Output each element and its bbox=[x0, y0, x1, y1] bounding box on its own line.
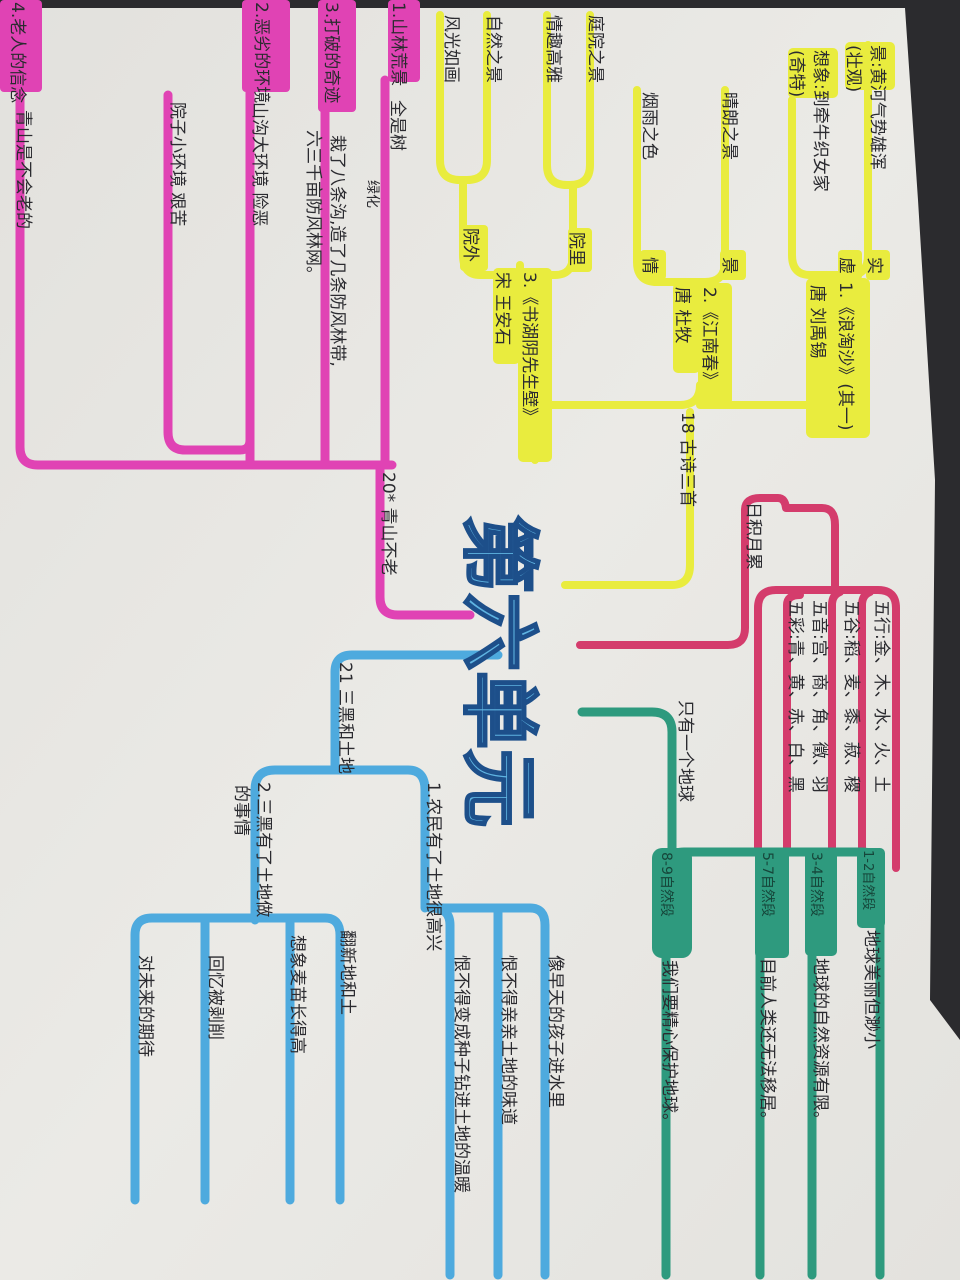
accumulation-item-1: 五行:金、木、水、火、土 bbox=[871, 600, 891, 793]
blue-sub1-item-3: 恨不得变成种子钻进土地的温暖 bbox=[451, 955, 471, 1193]
blue-sub2-item-1: 翻新地和土 bbox=[337, 930, 357, 1015]
pink-tag-4: 4.老人的信念 bbox=[7, 2, 28, 103]
green-text-3: 目前人类还无法移居。 bbox=[757, 958, 777, 1128]
poem1-virtual-text: 想象:到牵牛织女家 bbox=[810, 50, 830, 192]
accumulation-item-4: 五彩:青、黄、赤、白、黑 bbox=[785, 600, 805, 793]
blue-sub1-item-2: 恨不得亲亲土地的味道 bbox=[498, 955, 518, 1125]
poem1-real-tag: 实 bbox=[864, 257, 884, 274]
branch-label-earth: 只有一个地球 bbox=[675, 700, 695, 802]
accumulation-item-3: 五音:宫、商、角、徵、羽 bbox=[809, 600, 829, 793]
poem1-title: 1.《浪淘沙》(其一) bbox=[835, 282, 855, 430]
green-text-4: 我们要精心保护地球。 bbox=[659, 960, 679, 1130]
poem3-outside-1: 自然之景 bbox=[483, 15, 503, 83]
blue-sub2-item-4: 对未来的期待 bbox=[135, 955, 155, 1057]
blue-sub2-label-cont: 的事情 bbox=[231, 785, 251, 836]
blue-sub1-item-1: 像早天的孩子进水里 bbox=[545, 955, 565, 1108]
branch-label-accumulation: 日积月累 bbox=[743, 502, 763, 570]
poem2-feeling-text: 烟雨之色 bbox=[639, 92, 659, 160]
poem2-title: 2.《江南春》 bbox=[699, 287, 719, 388]
yellow-label-boxes bbox=[460, 42, 895, 462]
pink-branch-texts: 20* 青山不老 1.山林荒景 全是树 3.打破的奇迹 绿化 栽了八条沟,造了几… bbox=[7, 2, 408, 576]
crimson-branch-lines bbox=[576, 494, 900, 872]
poem3-inside-2: 情趣高雅 bbox=[543, 15, 563, 83]
pink-branch-lines bbox=[15, 75, 475, 620]
pink-text-3a: 绿化 bbox=[364, 180, 380, 208]
pink-tag-2: 2.恶劣的环境 bbox=[251, 2, 271, 103]
pink-text-4: 青山是不会老的 bbox=[13, 110, 33, 229]
poem2-scene-tag: 景 bbox=[719, 257, 739, 274]
poem1-real-note: (壮观) bbox=[843, 45, 863, 92]
poem3-inside-tag: 院里 bbox=[566, 232, 586, 266]
green-text-1: 地球美丽但渺小 bbox=[861, 930, 881, 1049]
poem3-outside-tag: 院外 bbox=[460, 228, 480, 262]
crimson-branch-texts: 日积月累 五行:金、木、水、火、土 五谷:稻、麦、黍、菽、稷 五音:宫、商、角、… bbox=[743, 502, 891, 793]
accumulation-item-2: 五谷:稻、麦、黍、菽、稷 bbox=[841, 600, 861, 793]
pink-text-1: 全是树 bbox=[387, 100, 407, 151]
green-tag-2: 3-4自然段 bbox=[808, 852, 825, 917]
poem1-virtual-tag: 虚 bbox=[836, 257, 856, 274]
poem2-scene-text: 晴朗之景 bbox=[719, 92, 739, 160]
blue-sub2-item-2: 想象麦苗长得高 bbox=[287, 935, 307, 1054]
poem3-title: 3.《书湖阴先生壁》 bbox=[519, 272, 539, 424]
blue-branch-lines bbox=[130, 650, 550, 1280]
green-tag-3: 5-7自然段 bbox=[759, 852, 776, 917]
pink-text-2b: 院子小环境 艰苦 bbox=[167, 102, 187, 226]
pink-tag-1: 1.山林荒景 bbox=[388, 2, 408, 86]
green-tag-4: 8-9自然段 bbox=[658, 852, 675, 917]
poem1-author: 唐 刘禹锡 bbox=[807, 285, 828, 358]
pink-text-3c: 六三千亩防风林网。 bbox=[303, 130, 323, 283]
pink-text-3b: 栽了八条沟,造了几条防风林带, bbox=[327, 135, 347, 367]
blue-sub2-label: 2.三黑有了土地做 bbox=[253, 782, 273, 917]
green-text-2: 地球的自然资源有限。 bbox=[810, 958, 830, 1128]
blue-sub1-label: 1.农民有了土地很高兴 bbox=[423, 782, 443, 951]
green-tag-1: 1-2自然段 bbox=[860, 850, 876, 910]
poem3-author: 宋 王安石 bbox=[492, 272, 512, 345]
yellow-branch-texts: 18 古诗三首 1.《浪淘沙》(其一) 唐 刘禹锡 实 虚 景:黄河气势雄浑 (… bbox=[441, 15, 887, 507]
green-label-boxes bbox=[652, 848, 885, 958]
poem2-feeling-tag: 情 bbox=[639, 257, 659, 274]
poem3-inside-1: 庭院之景 bbox=[585, 15, 605, 83]
blue-sub2-item-3: 回忆被剥削 bbox=[205, 955, 225, 1040]
pink-tag-3: 3.打破的奇迹 bbox=[321, 2, 341, 103]
central-topic-title: 第六单元 bbox=[453, 515, 543, 827]
branch-label-20: 20* 青山不老 bbox=[378, 472, 398, 576]
green-branch-texts: 只有一个地球 1-2自然段 地球美丽但渺小 3-4自然段 地球的自然资源有限。 … bbox=[658, 700, 881, 1130]
poem1-real-text: 景:黄河气势雄浑 bbox=[867, 45, 887, 170]
poem2-author: 唐 杜牧 bbox=[672, 287, 693, 343]
branch-label-21: 21 三黑和土地 bbox=[335, 662, 355, 774]
branch-label-18: 18 古诗三首 bbox=[677, 412, 697, 507]
poem1-virtual-note: (奇特) bbox=[786, 50, 806, 97]
poem3-outside-2: 风光如画 bbox=[441, 15, 461, 83]
blue-branch-texts: 21 三黑和土地 1.农民有了土地很高兴 像早天的孩子进水里 恨不得亲亲土地的味… bbox=[135, 662, 565, 1193]
pink-text-2a: 山沟大环境 险恶 bbox=[249, 102, 269, 226]
pink-label-boxes bbox=[0, 0, 420, 112]
